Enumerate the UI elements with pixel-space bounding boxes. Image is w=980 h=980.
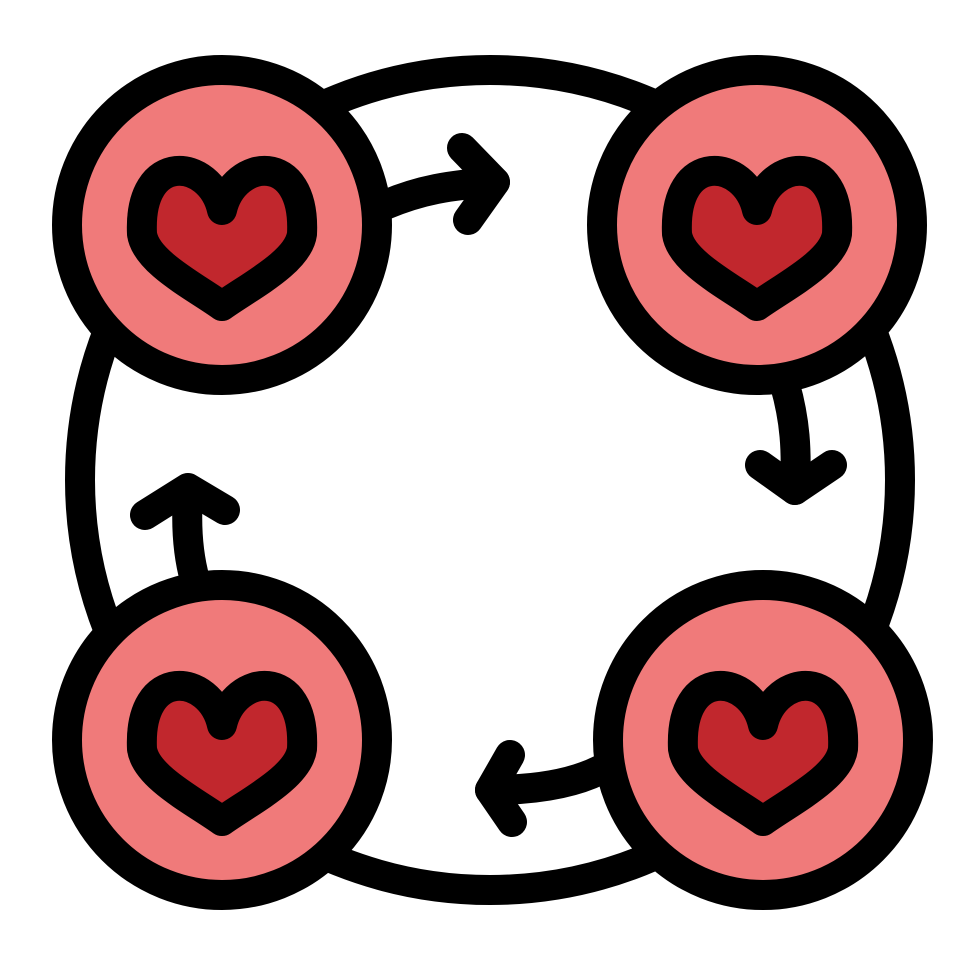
heart-node-top-left xyxy=(52,55,392,395)
heart-icon xyxy=(126,670,318,836)
heart-icon xyxy=(667,670,859,836)
arrow-bottom xyxy=(475,740,615,837)
heart-node-bottom-right xyxy=(593,570,933,910)
arrow-right xyxy=(745,370,847,505)
heart-node-top-right xyxy=(587,55,927,395)
cycle-ring xyxy=(65,55,915,905)
arrow-left xyxy=(130,473,240,595)
arrow-top xyxy=(370,133,510,235)
heart-icon xyxy=(661,155,853,321)
heart-node-bottom-left xyxy=(52,570,392,910)
heart-icon xyxy=(126,155,318,321)
